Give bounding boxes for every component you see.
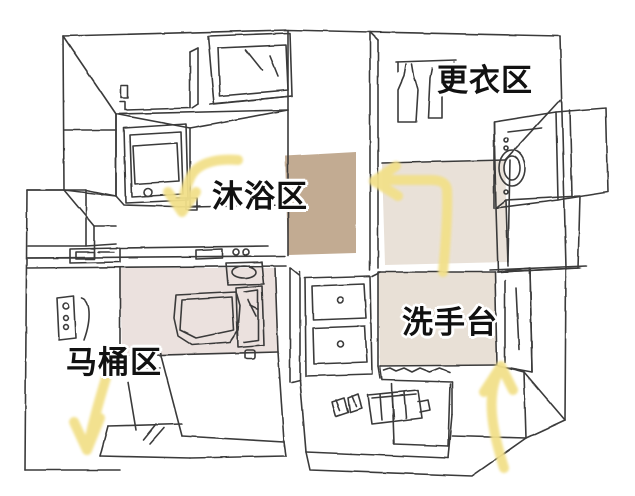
zone-label-change-text: 更衣区 — [436, 63, 534, 99]
arrow-to-toilet — [69, 373, 111, 455]
floor-sink — [378, 272, 497, 366]
floor-toilet — [120, 268, 278, 356]
zone-label-toilet: 马桶区 — [65, 345, 163, 381]
toilet-tank-basin — [225, 261, 265, 286]
ceiling-vent-panel — [207, 32, 293, 105]
toilet-remote-panel — [56, 295, 77, 341]
storage-cabinet-lower — [489, 195, 587, 273]
change-room — [369, 31, 561, 271]
floor-bath — [285, 152, 356, 255]
vanity-floor-step — [299, 364, 566, 477]
annotation-arrows — [69, 154, 518, 473]
zone-label-bath: 沐浴区 — [211, 179, 309, 215]
hanging-clothes — [395, 59, 457, 123]
arrow-to-shower-door — [369, 161, 453, 277]
toilet-room-counter — [26, 245, 287, 269]
toilet-floor-step — [99, 267, 287, 459]
zone-label-sink: 洗手台 — [401, 305, 499, 341]
arrow-to-bath — [163, 154, 243, 217]
grab-bar — [81, 297, 90, 341]
zone-label-bath-text: 沐浴区 — [211, 179, 309, 215]
zone-label-sink-text: 洗手台 — [401, 305, 499, 341]
shower-wall-shelf — [119, 47, 199, 111]
slippers — [331, 393, 363, 417]
floor-fills — [120, 152, 508, 366]
toilet-fixture — [173, 285, 265, 348]
floor-mat — [367, 389, 431, 425]
bathtub — [123, 123, 189, 204]
vanity-partition — [496, 267, 533, 373]
sketch-linework — [24, 29, 609, 477]
arrow-to-sink — [479, 361, 518, 473]
zone-label-change: 更衣区 — [436, 63, 534, 99]
threshold-strip — [377, 365, 451, 379]
paper-holder — [244, 349, 256, 360]
double-basin-vanity — [304, 271, 381, 377]
bath-enclosure — [115, 29, 289, 256]
zone-label-toilet-text: 马桶区 — [65, 345, 163, 381]
vanity-room — [289, 267, 498, 383]
storage-cabinet-upper — [555, 107, 609, 201]
